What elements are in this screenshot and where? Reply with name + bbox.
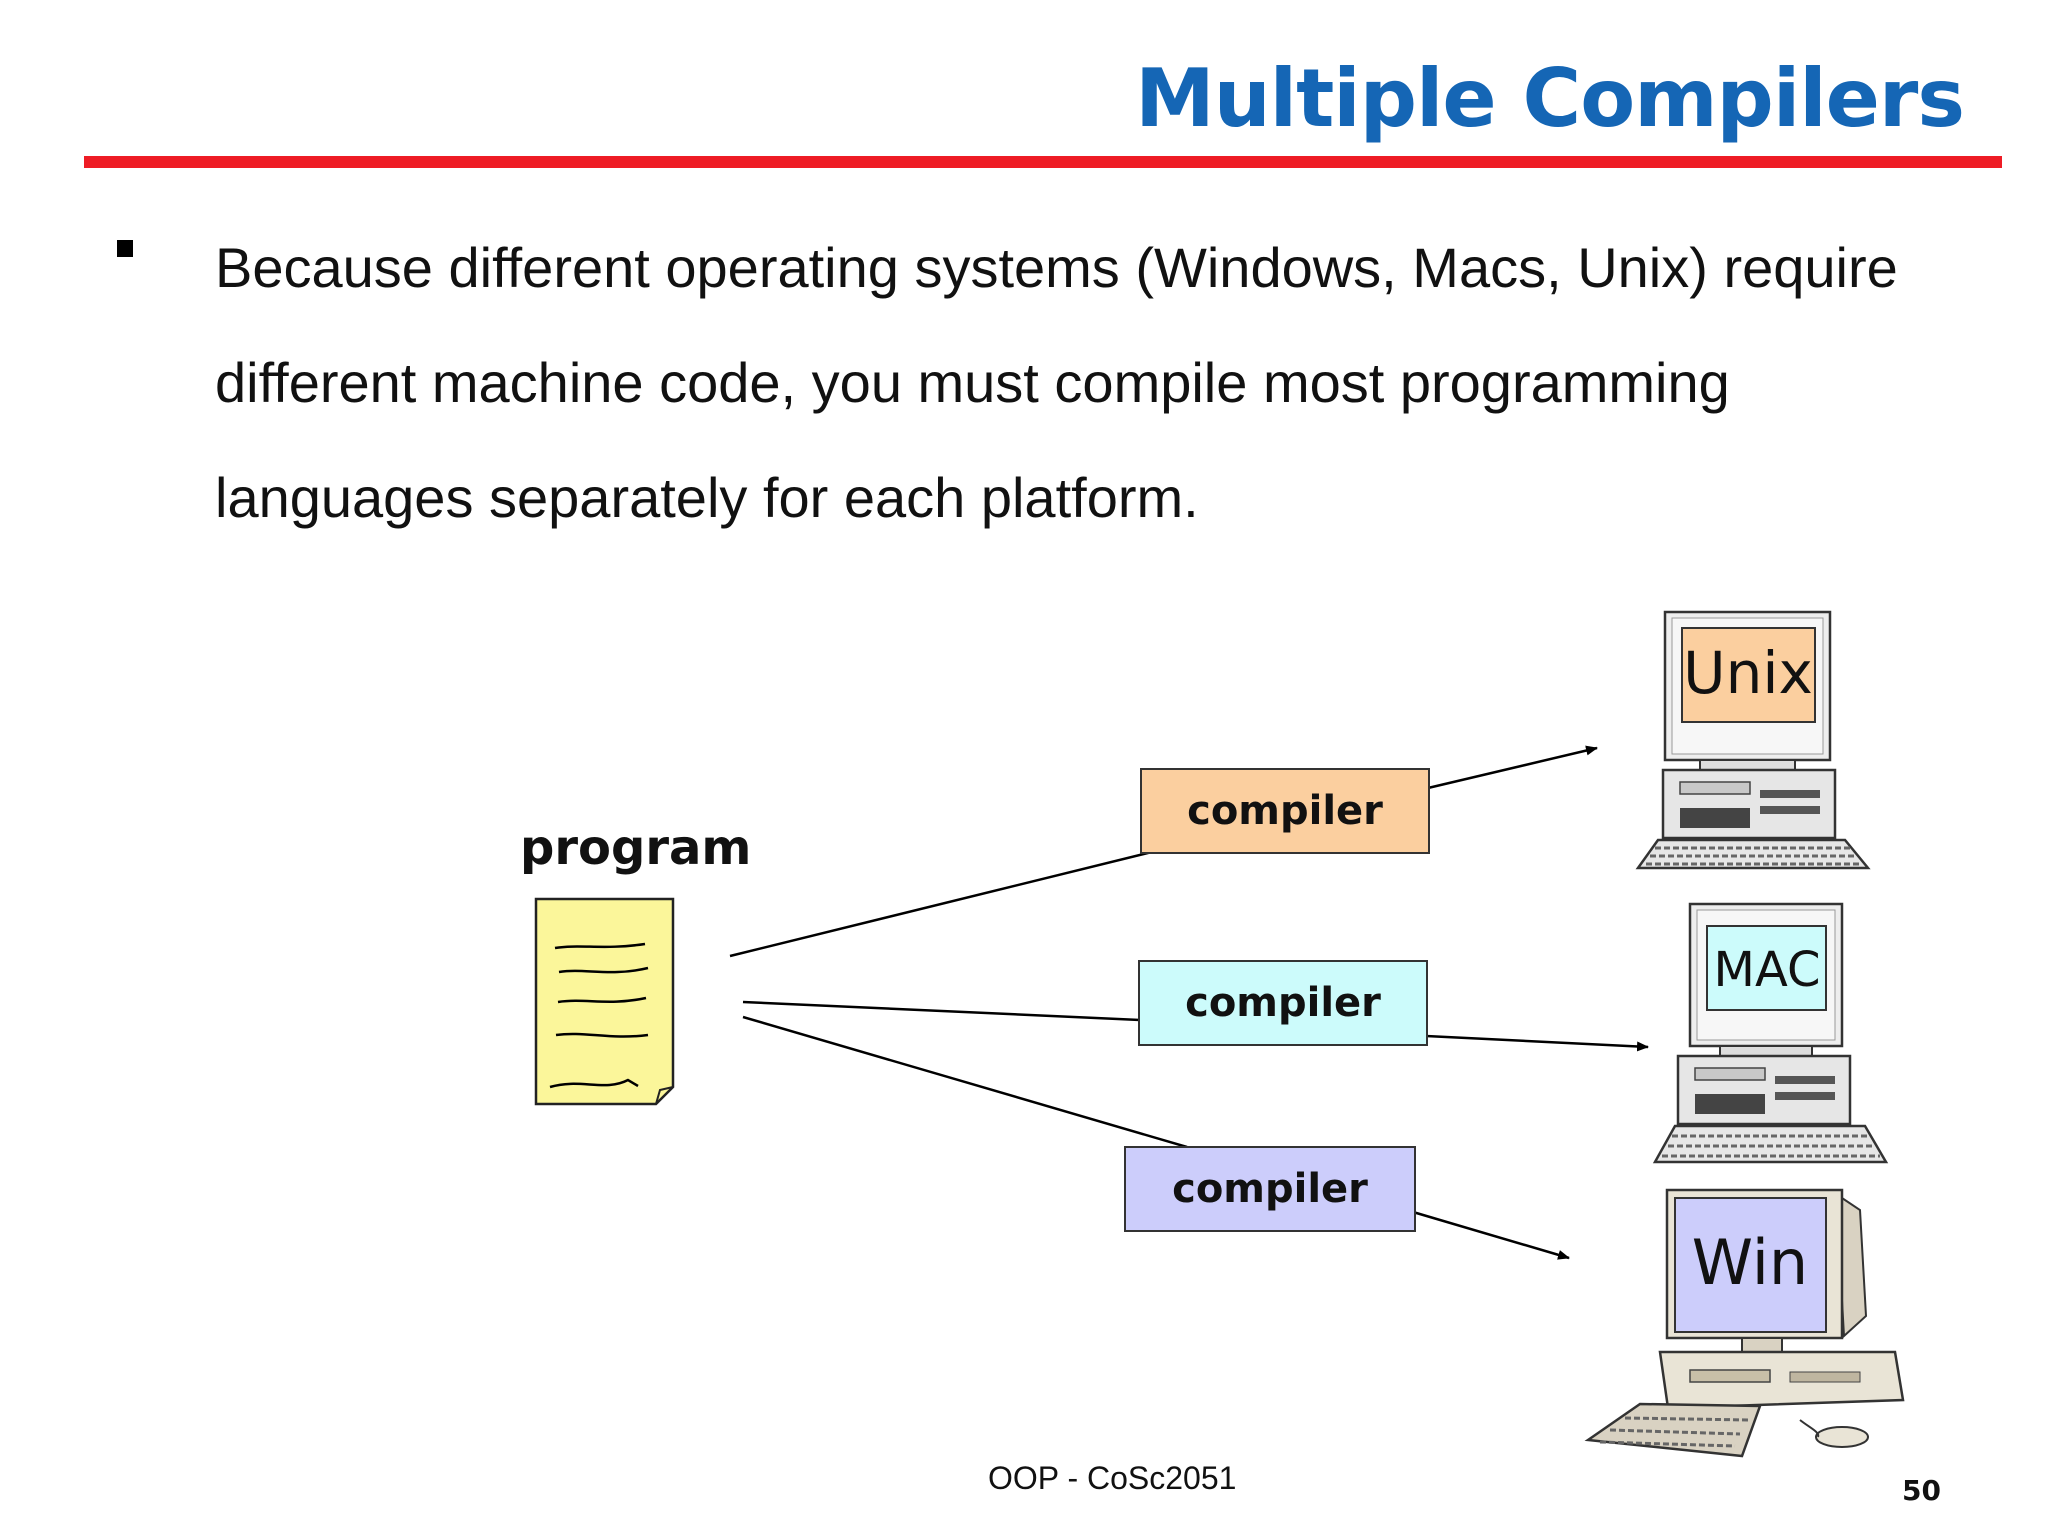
- bullet-square-icon: [117, 240, 133, 257]
- title-rule: [84, 156, 2002, 168]
- arrow-to-mac: [1425, 1034, 1649, 1052]
- connector-line-mac: [742, 1000, 1141, 1022]
- document-icon: [534, 897, 675, 1106]
- compiler-box-unix: compiler: [1140, 768, 1430, 854]
- page-number: 50: [1902, 1474, 1941, 1507]
- compiler-box-win: compiler: [1124, 1146, 1416, 1232]
- arrow-to-win: [1412, 1210, 1570, 1260]
- compiler-box-mac: compiler: [1138, 960, 1428, 1046]
- computer-icon: Unix: [1635, 610, 1871, 870]
- slide-title: Multiple Compilers: [1135, 52, 1965, 145]
- arrow-to-unix: [1427, 745, 1598, 790]
- platform-label-unix: Unix: [1683, 639, 1813, 707]
- bullet-text: Because different operating systems (Win…: [215, 236, 1898, 529]
- footer-course: OOP - CoSc2051: [988, 1460, 1237, 1496]
- platform-label-win: Win: [1692, 1226, 1808, 1299]
- program-label: program: [520, 820, 752, 876]
- connector-line-unix: [729, 848, 1161, 958]
- computer-icon: Win: [1584, 1188, 1905, 1458]
- platform-label-mac: MAC: [1714, 942, 1821, 998]
- computer-icon: MAC: [1652, 902, 1889, 1164]
- connector-line-win: [742, 1015, 1188, 1149]
